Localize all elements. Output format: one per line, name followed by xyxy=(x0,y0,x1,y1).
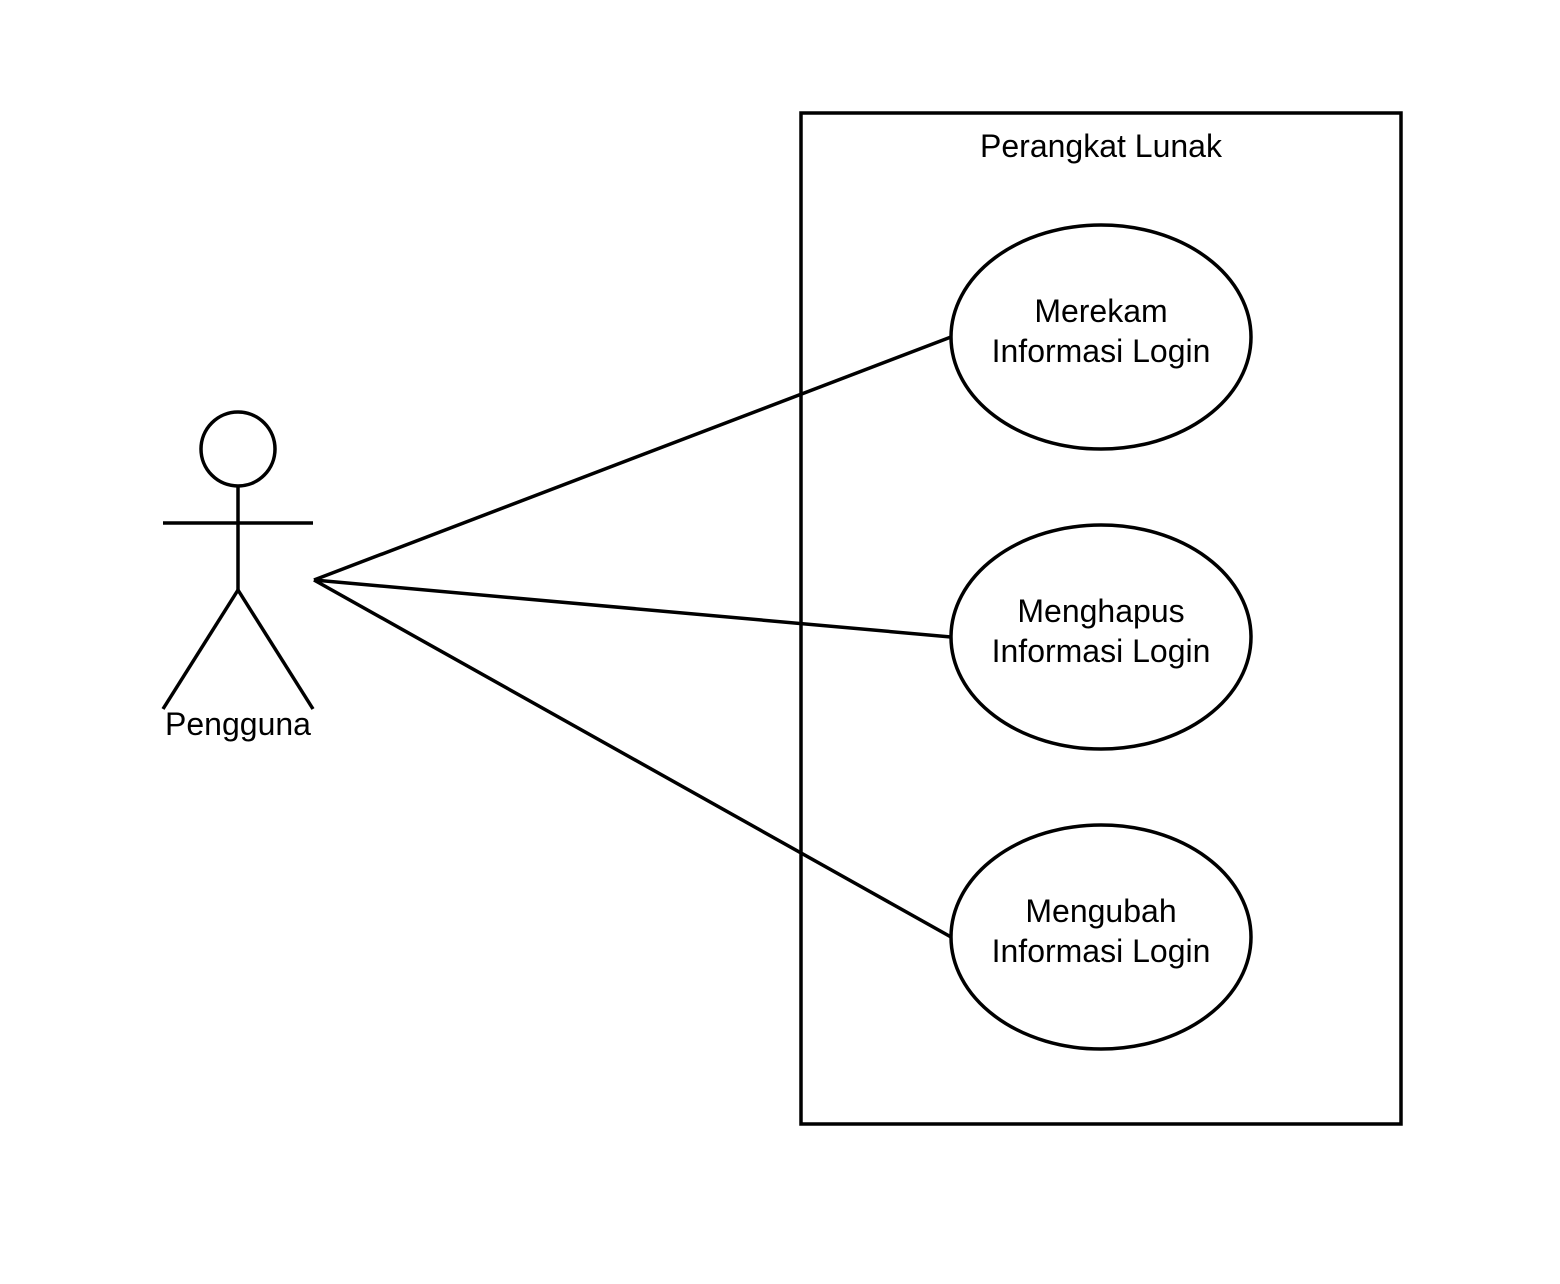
use-case-3-label-line2: Informasi Login xyxy=(992,933,1211,969)
use-case-1-ellipse xyxy=(949,223,1253,451)
use-case-3-label-line1: Mengubah xyxy=(1025,893,1176,929)
association-line-1 xyxy=(313,335,952,582)
system-boundary: Perangkat Lunak xyxy=(799,111,1403,1126)
actor-label: Pengguna xyxy=(165,706,311,742)
association-line-2 xyxy=(313,578,952,639)
actor: Pengguna xyxy=(161,410,315,742)
use-case-3-ellipse xyxy=(949,823,1253,1051)
association-line-3 xyxy=(313,578,952,939)
use-case-1: Merekam Informasi Login xyxy=(949,223,1253,451)
system-boundary-box xyxy=(799,111,1403,1126)
use-case-2-ellipse xyxy=(949,523,1253,751)
system-boundary-label: Perangkat Lunak xyxy=(980,128,1223,164)
actor-left-leg xyxy=(161,589,240,710)
use-case-1-label-line2: Informasi Login xyxy=(992,333,1211,369)
use-case-1-label-line1: Merekam xyxy=(1034,293,1167,329)
use-case-2: Menghapus Informasi Login xyxy=(949,523,1253,751)
actor-icon xyxy=(161,410,315,710)
use-case-2-label-line1: Menghapus xyxy=(1017,593,1184,629)
actor-head xyxy=(199,410,277,488)
actor-right-leg xyxy=(236,589,315,710)
associations xyxy=(313,335,952,939)
use-case-2-label-line2: Informasi Login xyxy=(992,633,1211,669)
use-case-3: Mengubah Informasi Login xyxy=(949,823,1253,1051)
